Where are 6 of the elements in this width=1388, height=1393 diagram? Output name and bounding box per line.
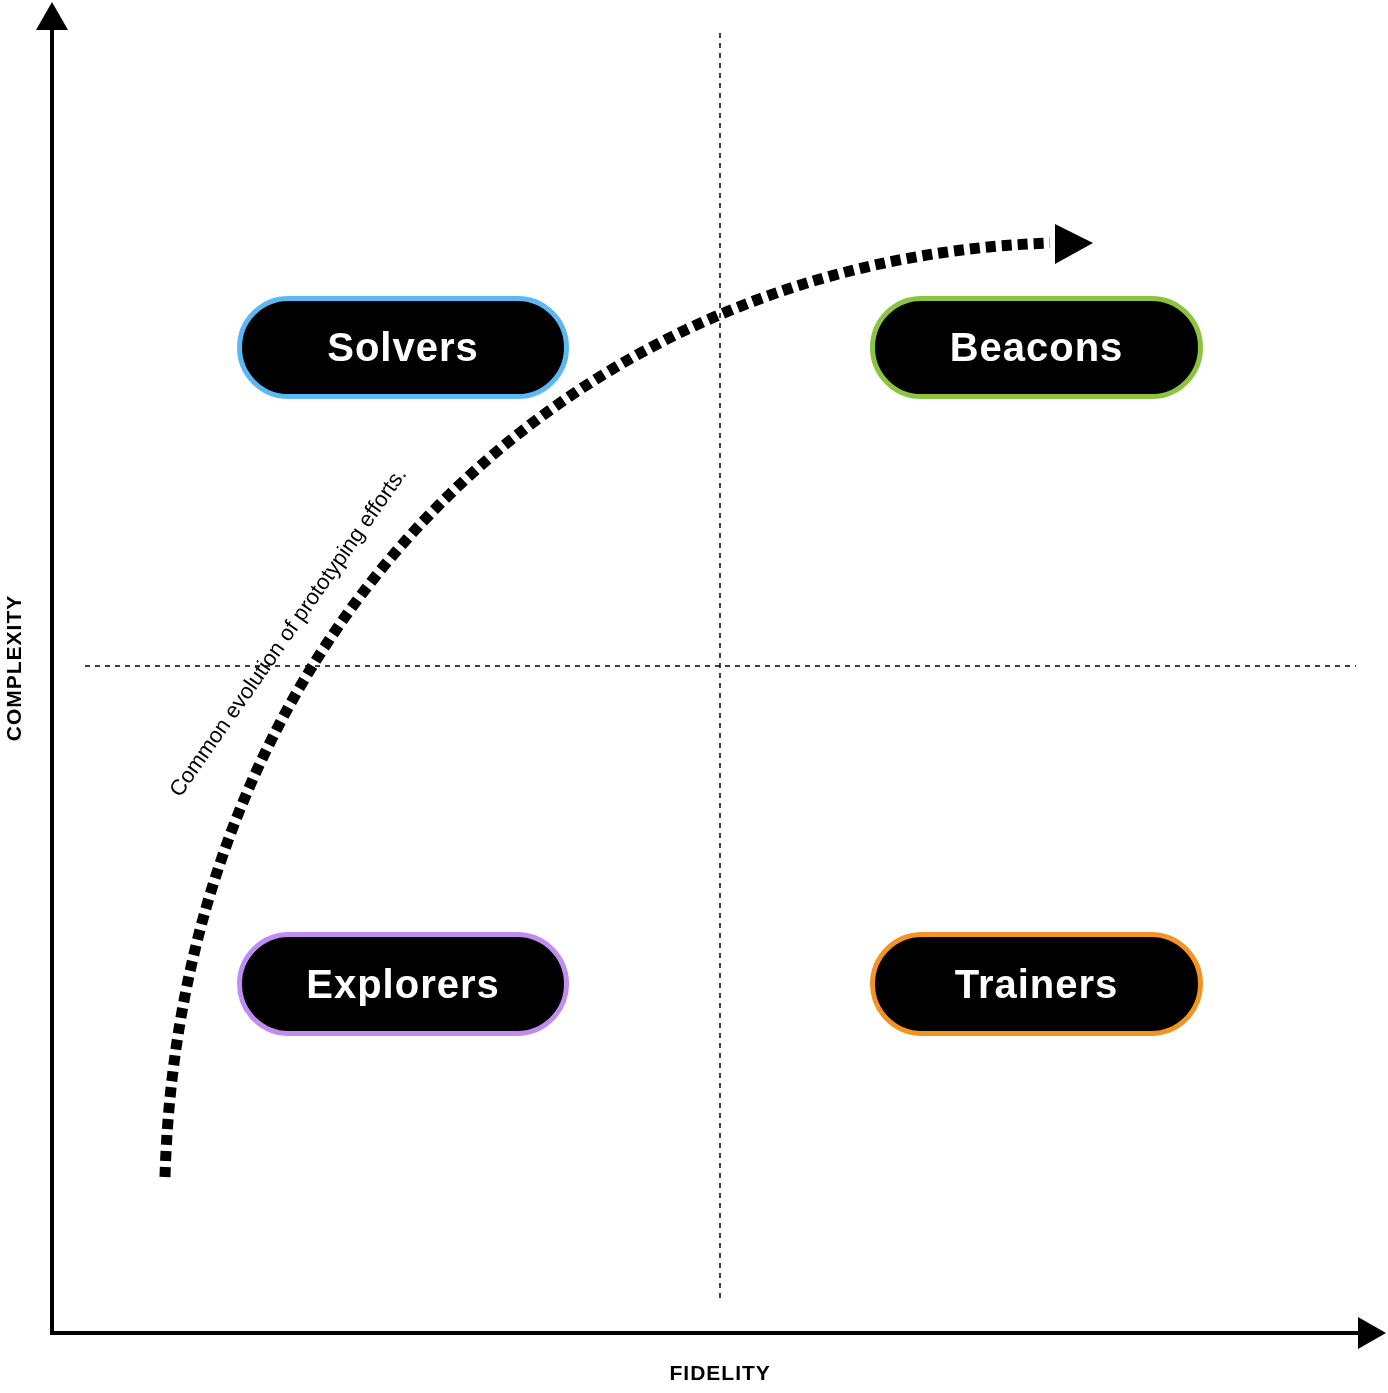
category-pill: Solvers [237, 296, 569, 399]
axis-title: FIDELITY [669, 1361, 771, 1385]
category-pill: Beacons [870, 296, 1203, 399]
category-pill: Trainers [870, 932, 1203, 1036]
category-pill: Explorers [237, 932, 569, 1036]
axis-title: COMPLEXITY [1, 594, 26, 742]
